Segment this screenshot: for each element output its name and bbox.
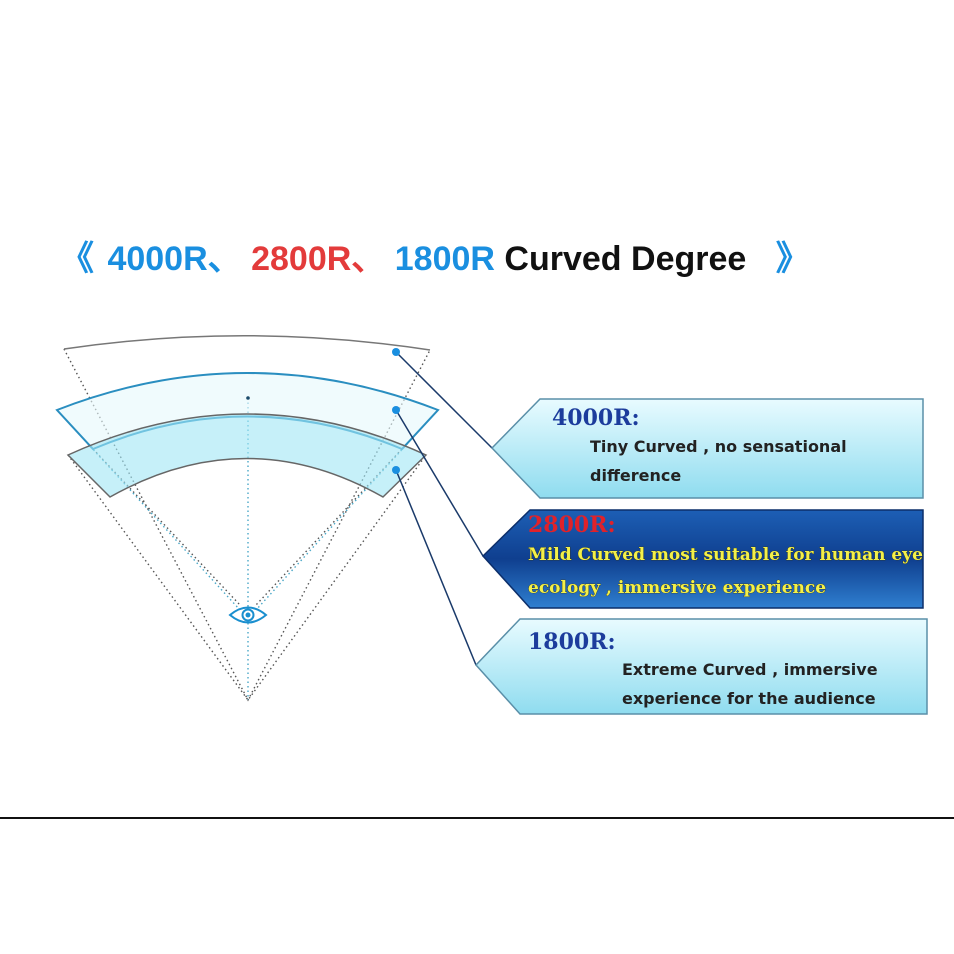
desc-1800r-line1: Extreme Curved , immersive xyxy=(622,660,878,679)
callout-2800r: 2800R: Mild Curved most suitable for hum… xyxy=(481,509,924,609)
eye-icon xyxy=(228,606,268,624)
title-2800r: 2800R、 xyxy=(251,240,385,278)
callout-1800r: 1800R: Extreme Curved , immersive experi… xyxy=(474,618,928,715)
diagram-title: 《 4000R、 2800R、 1800R Curved Degree 》 xyxy=(60,240,810,278)
title-text: Curved Degree xyxy=(504,240,746,278)
label-2800r: 2800R: xyxy=(528,512,616,538)
desc-4000r-line1: Tiny Curved , no sensational xyxy=(590,437,847,456)
curve-band-4000r xyxy=(63,335,431,351)
center-point xyxy=(246,396,250,400)
leader-lines xyxy=(392,348,493,666)
title-close-bracket: 》 xyxy=(776,240,810,278)
desc-4000r-line2: difference xyxy=(590,466,681,485)
desc-2800r-line1: Mild Curved most suitable for human eye xyxy=(528,545,923,565)
title-1800r: 1800R xyxy=(395,240,495,278)
title-4000r: 4000R、 xyxy=(107,240,241,278)
curve-band-1800r xyxy=(66,413,428,498)
callout-4000r: 4000R: Tiny Curved , no sensational diff… xyxy=(490,398,924,499)
title-open-bracket: 《 xyxy=(60,240,94,278)
desc-1800r-line2: experience for the audience xyxy=(622,689,876,708)
label-4000r: 4000R: xyxy=(552,405,640,431)
label-1800r: 1800R: xyxy=(528,629,616,655)
desc-2800r-line2: ecology , immersive experience xyxy=(528,578,826,598)
